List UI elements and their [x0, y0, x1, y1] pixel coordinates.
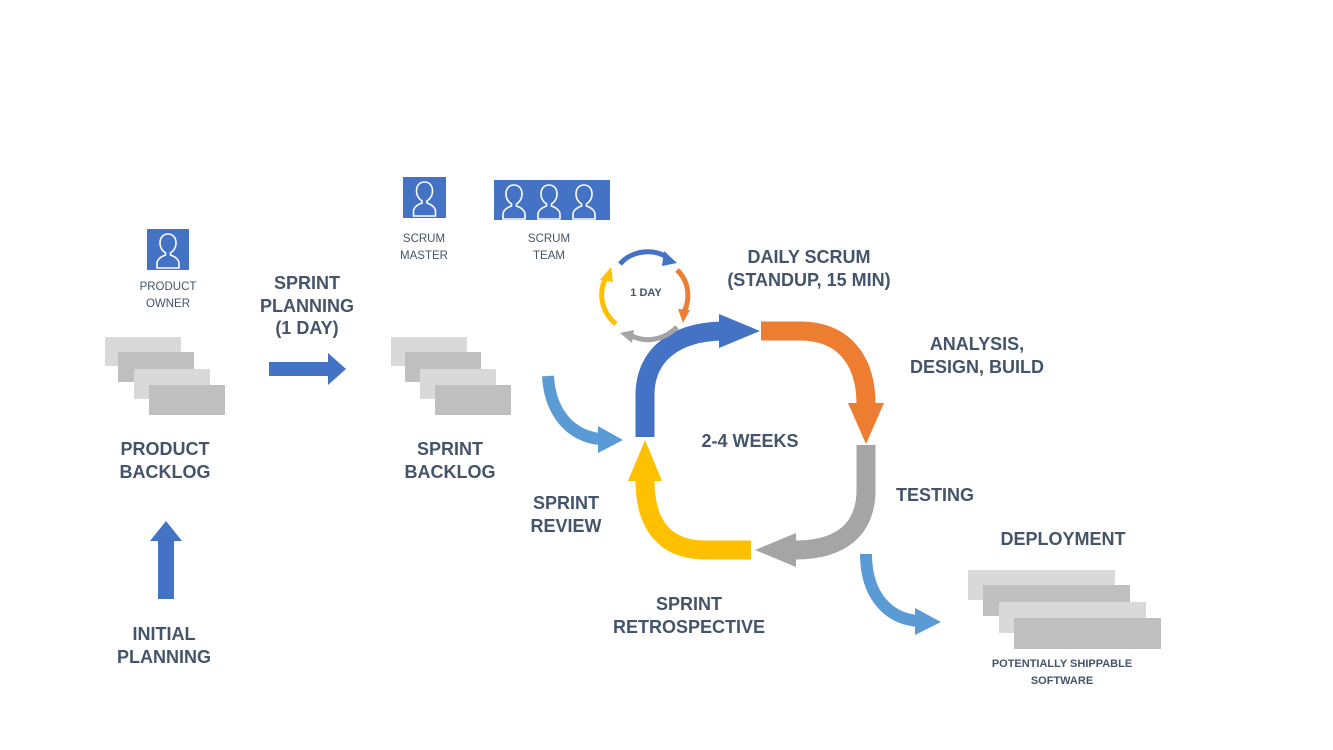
sprint-backlog-stack: [391, 337, 511, 415]
sprint-backlog-label: SPRINT BACKLOG: [380, 438, 520, 483]
daily-scrum-line-1: DAILY SCRUM: [747, 247, 871, 267]
analysis-line-1: ANALYSIS,: [929, 334, 1025, 354]
one-day-label: 1 DAY: [630, 287, 662, 299]
deployment-label: DEPLOYMENT: [1000, 529, 1126, 549]
potentially-shippable-line-2: SOFTWARE: [1030, 674, 1094, 687]
analysis-label: ANALYSIS, DESIGN, BUILD: [897, 333, 1057, 378]
deployment-stack: [968, 570, 1161, 649]
testing-label: TESTING: [895, 485, 974, 505]
scrum-team-label: SCRUM TEAM: [504, 231, 594, 264]
potentially-shippable-line-1: POTENTIALLY SHIPPABLE: [991, 658, 1133, 670]
product-owner-icon: [147, 229, 189, 270]
sprint-planning-line-3: (1 DAY): [275, 318, 339, 338]
scrum-master-label: SCRUM MASTER: [379, 231, 469, 264]
product-backlog-line-2: BACKLOG: [119, 461, 211, 482]
sprint-review-line-2: REVIEW: [530, 515, 602, 536]
daily-scrum-line-2: (STANDUP, 15 MIN): [727, 269, 891, 290]
deployment-arrow-icon: [860, 553, 941, 635]
sprint-review-line-1: SPRINT: [532, 493, 599, 513]
scrum-master-label-line-2: MASTER: [400, 249, 448, 262]
product-backlog-line-1: PRODUCT: [120, 439, 210, 459]
sprint-review-label: SPRINT REVIEW: [506, 492, 626, 537]
initial-planning-arrow-icon: [150, 521, 182, 599]
initial-planning-line-2: PLANNING: [117, 646, 211, 667]
sprint-planning-line-1: SPRINT: [273, 273, 340, 293]
cycle-blue-arrow-icon: [635, 314, 760, 437]
product-owner-label-line-1: PRODUCT: [139, 281, 197, 293]
product-backlog-stack: [105, 337, 225, 415]
initial-planning-line-1: INITIAL: [132, 624, 196, 644]
sprint-retrospective-line-2: RETROSPECTIVE: [612, 616, 766, 637]
scrum-master-icon: [403, 177, 446, 218]
scrum-team-label-line-1: SCRUM: [527, 233, 571, 245]
sprint-retrospective-line-1: SPRINT: [655, 594, 722, 614]
sprint-backlog-line-2: BACKLOG: [404, 461, 496, 482]
product-owner-label-line-2: OWNER: [145, 297, 191, 310]
product-owner-label: PRODUCT OWNER: [123, 279, 213, 312]
analysis-line-2: DESIGN, BUILD: [909, 356, 1044, 377]
cycle-orange-arrow-icon: [761, 321, 884, 444]
sprint-planning-arrow-icon: [269, 353, 346, 385]
sprint-retrospective-label: SPRINT RETROSPECTIVE: [604, 593, 774, 638]
into-sprint-arrow-icon: [542, 375, 623, 453]
sprint-planning-line-2: PLANNING: [260, 295, 354, 316]
sprint-backlog-line-1: SPRINT: [416, 439, 483, 459]
scrum-team-label-line-2: TEAM: [533, 249, 565, 262]
cycle-length-label: 2-4 WEEKS: [701, 431, 799, 451]
cycle-gray-arrow-icon: [755, 445, 876, 567]
daily-scrum-label: DAILY SCRUM (STANDUP, 15 MIN): [709, 246, 909, 291]
scrum-master-label-line-1: SCRUM: [402, 233, 446, 245]
scrum-team-icon: [494, 180, 610, 220]
initial-planning-label: INITIAL PLANNING: [94, 623, 234, 668]
cycle-yellow-arrow-icon: [628, 440, 751, 560]
daily-cycle-icon: [599, 249, 691, 343]
sprint-planning-label: SPRINT PLANNING (1 DAY): [247, 272, 367, 340]
potentially-shippable-label: POTENTIALLY SHIPPABLE SOFTWARE: [977, 656, 1147, 689]
product-backlog-label: PRODUCT BACKLOG: [95, 438, 235, 483]
